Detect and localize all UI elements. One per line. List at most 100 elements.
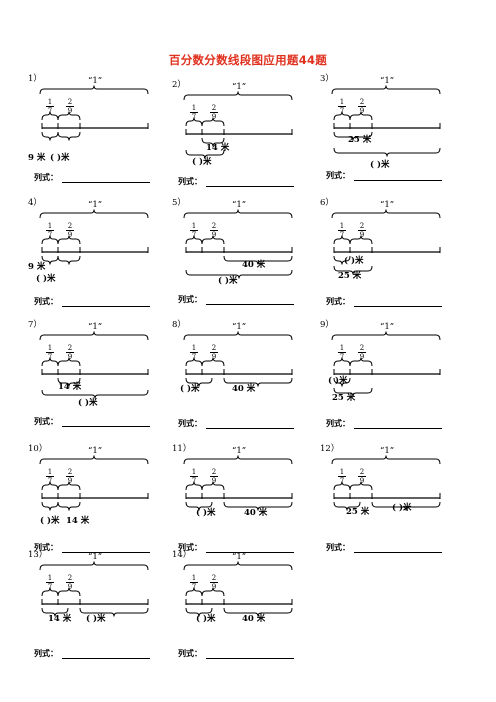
segment-label-1: 25 米: [348, 135, 372, 145]
lower-brace-2: [185, 149, 225, 159]
whole-brace: [39, 85, 149, 95]
formula-answer-line[interactable]: [206, 658, 294, 659]
segment-label-1: 9 米: [28, 153, 46, 163]
formula-answer-line[interactable]: [62, 306, 150, 307]
whole-label: “1”: [88, 552, 103, 562]
whole-label: “1”: [88, 200, 103, 210]
part-brace-2: [201, 587, 225, 597]
formula-answer-line[interactable]: [62, 658, 150, 659]
formula-label: 列式：: [34, 173, 58, 182]
part-brace-1: [333, 111, 351, 121]
part-brace-2: [201, 117, 225, 127]
segment-label-1: 14 米: [58, 382, 82, 392]
formula-answer-line[interactable]: [206, 186, 294, 187]
whole-label: “1”: [232, 82, 247, 92]
formula-answer-line[interactable]: [206, 304, 294, 305]
segment-label-2: ( )米: [36, 274, 56, 284]
whole-label: “1”: [380, 322, 395, 332]
part-brace-2: [201, 481, 225, 491]
line-segment-diagram: [331, 85, 441, 157]
segment-label-2: 25 米: [338, 271, 362, 281]
part-brace-2: [349, 235, 373, 245]
formula-answer-line[interactable]: [62, 182, 150, 183]
whole-brace: [39, 561, 149, 571]
lower-brace-1: [333, 377, 351, 387]
whole-brace: [183, 455, 293, 465]
formula-answer-line[interactable]: [354, 180, 442, 181]
segment-label-2: 40 米: [244, 508, 268, 518]
part-brace-1: [41, 111, 59, 121]
formula-answer-line[interactable]: [206, 552, 294, 553]
whole-label: “1”: [232, 552, 247, 562]
part-brace-1: [185, 481, 203, 491]
lower-brace-2: [333, 387, 373, 397]
formula-label: 列式：: [34, 649, 58, 658]
problem-number: 1）: [28, 74, 42, 84]
segment-label-2: 40 米: [242, 614, 266, 624]
formula-label: 列式：: [326, 419, 350, 428]
whole-label: “1”: [232, 322, 247, 332]
segment-label-2: 25 米: [332, 393, 356, 403]
lower-brace-1: [201, 137, 225, 147]
problem-number: 7）: [28, 320, 42, 330]
formula-label: 列式：: [34, 417, 58, 426]
part-brace-1: [41, 235, 59, 245]
part-brace-1: [333, 357, 351, 367]
segment-label-1: ( )米: [196, 508, 216, 518]
lower-brace-2: [333, 147, 441, 157]
problem-number: 8）: [172, 320, 186, 330]
segment-label-1: 14 米: [48, 614, 72, 624]
formula-answer-line[interactable]: [62, 426, 150, 427]
part-brace-1: [41, 357, 59, 367]
lower-brace-2: [333, 265, 373, 275]
formula-label: 列式：: [326, 171, 350, 180]
formula-answer-line[interactable]: [354, 428, 442, 429]
segment-label-2: ( )米: [218, 276, 238, 286]
problem-number: 3）: [320, 74, 334, 84]
lower-brace-1: [185, 607, 213, 617]
formula-label: 列式：: [34, 543, 58, 552]
problem-number: 6）: [320, 198, 334, 208]
whole-brace: [183, 209, 293, 219]
part-brace-1: [185, 587, 203, 597]
part-brace-2: [57, 111, 81, 121]
lower-brace-1: [223, 255, 293, 265]
segment-label-2: ( )米: [86, 614, 106, 624]
formula-answer-line[interactable]: [206, 428, 294, 429]
segment-label-2: ( )米: [392, 503, 412, 513]
formula-label: 列式：: [326, 297, 350, 306]
part-brace-2: [201, 357, 225, 367]
formula-answer-line[interactable]: [354, 306, 442, 307]
line-segment-diagram: [39, 455, 149, 511]
formula-answer-line[interactable]: [62, 552, 150, 553]
whole-brace: [331, 455, 441, 465]
lower-brace-1: [333, 255, 351, 265]
formula-label: 列式：: [34, 297, 58, 306]
whole-label: “1”: [232, 200, 247, 210]
formula-answer-line[interactable]: [354, 552, 442, 553]
